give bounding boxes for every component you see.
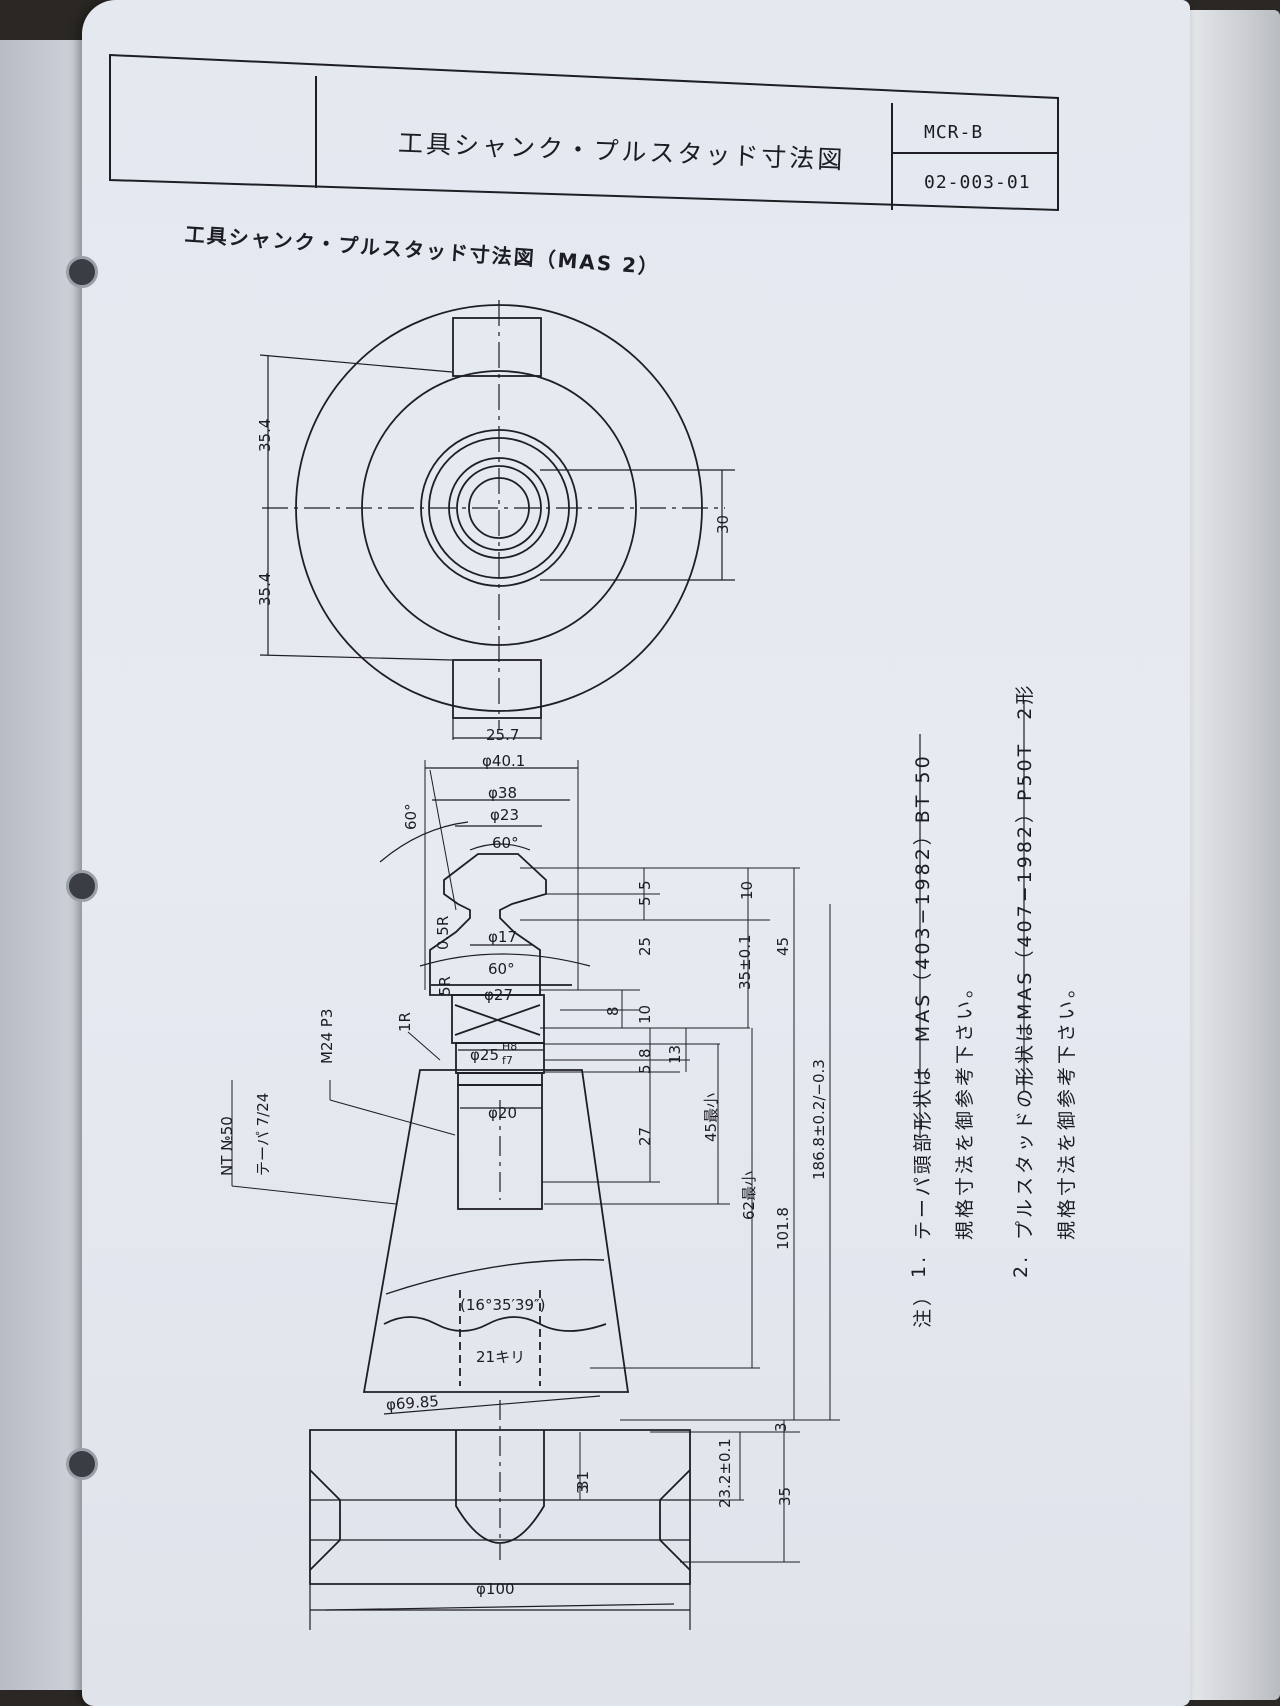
notes-label: 注）: [912, 1283, 934, 1328]
stud-circle: [456, 465, 542, 551]
drawing-sheet: [66, 0, 1190, 1706]
binder-hole: [66, 1448, 98, 1480]
dim-d40: φ40.1: [482, 752, 526, 770]
drive-key-slot: [452, 659, 542, 719]
note-2-number: 2.: [1010, 1253, 1032, 1278]
dim-d25: φ25: [470, 1046, 499, 1064]
dim-45min: 45最小: [702, 1092, 720, 1142]
nt-number: NT №50: [218, 1116, 236, 1176]
note-1-line-1: テーパ頭部形状は MAS（403−1982）BT 50: [912, 753, 934, 1240]
dim-drill: 21キリ: [476, 1348, 526, 1366]
dim-d38: φ38: [488, 784, 517, 802]
dim-upper-offset: 35.4: [256, 418, 274, 452]
dim-5a: 5: [636, 880, 654, 890]
dim-13: 13: [666, 1044, 684, 1064]
drawing-number: 02-003-01: [924, 172, 1031, 193]
dim-62min: 62最小: [740, 1170, 758, 1220]
dim-8a: 8: [604, 1006, 622, 1016]
dim-angle-mid: 60°: [488, 960, 515, 978]
fit-upper: H8: [502, 1040, 518, 1053]
dim-d6985: φ69.85: [385, 1392, 440, 1414]
flange-bore: [455, 1430, 545, 1544]
dim-r05: 0.5R: [434, 915, 452, 950]
dim-d20: φ20: [488, 1104, 517, 1122]
dim-key-width: 25.7: [486, 726, 520, 744]
taper-ratio: テーパ 7/24: [254, 1092, 272, 1176]
side-view: [231, 700, 1025, 1630]
title-block-frame: [109, 53, 1059, 212]
dim-1018: 101.8: [774, 1207, 792, 1250]
dim-10b: 10: [636, 1004, 654, 1024]
dim-inner-square: 30: [714, 514, 732, 534]
dim-27: 27: [636, 1126, 654, 1146]
dim-8b: 8: [636, 1048, 654, 1058]
thread-bore: [457, 1084, 543, 1210]
note-1-line-2: 規格寸法を御参考下さい。: [954, 975, 976, 1240]
dim-35tol: 35±0.1: [736, 934, 754, 990]
dim-232: 23.2±0.1: [716, 1438, 734, 1508]
dim-35: 35: [776, 1486, 794, 1506]
note-1-number: 1.: [908, 1253, 930, 1278]
taper-shank: [362, 1069, 630, 1393]
dim-10a: 10: [738, 880, 756, 900]
dim-5c: 5: [636, 1064, 654, 1074]
dim-d27: φ27: [484, 986, 513, 1004]
dim-lower-offset: 35.4: [256, 572, 274, 606]
binder-hole: [66, 870, 98, 902]
top-view: [259, 300, 735, 740]
note-2-line-1: プルスタッドの形状はMAS（407−1982）P50T 2形: [1014, 682, 1036, 1240]
drawing-code: MCR-B: [924, 122, 984, 143]
dim-5b: 5: [636, 896, 654, 906]
dim-d23: φ23: [490, 806, 519, 824]
dim-3a: 3: [772, 1422, 790, 1432]
note-2-line-2: 規格寸法を御参考下さい。: [1056, 975, 1078, 1240]
dim-r1: 1R: [396, 1012, 414, 1032]
binder-hole: [66, 256, 98, 288]
drive-key-slot: [452, 317, 542, 377]
dim-d17: φ17: [488, 928, 517, 946]
dim-25: 25: [636, 936, 654, 956]
dim-45: 45: [774, 936, 792, 956]
dim-taper-angle: (16°35′39″): [460, 1296, 546, 1314]
dim-d100: φ100: [476, 1580, 515, 1598]
dim-31: 31: [574, 1470, 592, 1490]
dim-1868: 186.8±0.2/−0.3: [810, 1059, 828, 1180]
dim-angle-top: 60°: [492, 834, 519, 852]
dim-r5: 5R: [436, 976, 454, 996]
fit-lower: f7: [502, 1054, 513, 1067]
dim-angle-outer: 60°: [402, 803, 420, 830]
thread-spec: M24 P3: [318, 1008, 336, 1064]
